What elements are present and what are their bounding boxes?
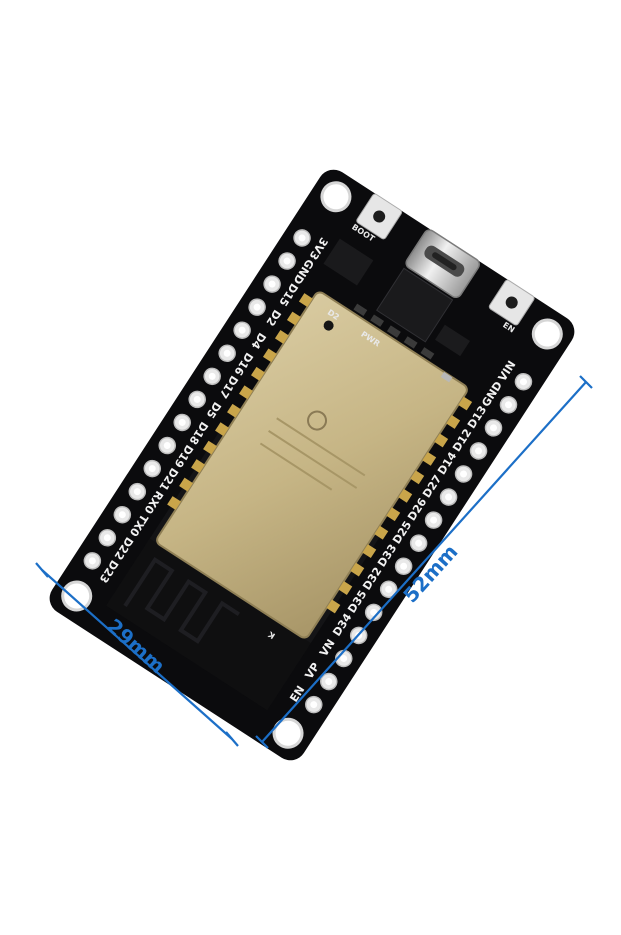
esp32-board: 3V3GNDD15D2D4D16D17D5D18D19D21RX0TX0D22D… — [49, 169, 575, 761]
right-pad-hole-d26 — [430, 516, 438, 524]
left-pad-hole-d2 — [253, 303, 261, 311]
diode — [435, 324, 470, 357]
led-power — [440, 371, 453, 383]
left-pad-hole-d18 — [178, 418, 186, 426]
right-pad-hole-d32 — [385, 585, 393, 593]
left-pad-hole-d15 — [268, 280, 276, 288]
right-pad-hole-d12 — [475, 447, 483, 455]
left-header-pads — [83, 229, 311, 570]
module-castellated-pad — [203, 440, 217, 455]
width-dimension — [35, 562, 239, 747]
module-castellated-pad — [215, 422, 229, 437]
left-pad-hole-rx0 — [133, 488, 141, 496]
module-castellated-pad — [298, 293, 313, 307]
left-pad-hole-d19 — [163, 442, 171, 450]
module-castellated-pad — [386, 507, 401, 522]
module-castellated-pad — [262, 348, 277, 363]
left-pad-hole-d17 — [208, 372, 216, 380]
right-pad-hole-d35 — [370, 608, 378, 616]
module-castellated-pad — [434, 433, 449, 448]
left-pad-hole-3v3 — [298, 234, 306, 242]
length-dimension — [255, 375, 593, 749]
module-castellated-pad — [227, 403, 241, 418]
right-pad-hole-en — [310, 701, 318, 709]
right-header-pads — [305, 372, 533, 714]
left-pad-hole-d22 — [103, 534, 111, 542]
right-pad-hole-d13 — [490, 424, 498, 432]
module-castellated-pad — [239, 385, 253, 400]
mounting-holes — [61, 181, 563, 749]
voltage-regulator — [323, 238, 374, 286]
left-pad-hole-d21 — [148, 465, 156, 473]
module-edge-pads — [167, 293, 473, 614]
right-pad-hole-d14 — [460, 470, 468, 478]
left-pad-hole-d5 — [193, 395, 201, 403]
smd-1 — [353, 303, 368, 316]
espressif-logo — [307, 410, 328, 431]
usb-serial-chip — [376, 267, 454, 343]
usb-c-connector — [405, 229, 480, 299]
esp32-module: K — [106, 291, 473, 711]
module-castellated-pad — [286, 311, 301, 326]
module-castellated-pad — [458, 396, 473, 411]
left-pad-hole-tx0 — [118, 511, 126, 519]
left-pad-hole-d16 — [223, 349, 231, 357]
right-pad-hole-d33 — [400, 562, 408, 570]
module-castellated-pad — [374, 525, 389, 540]
right-pad-hole-gnd — [504, 401, 512, 409]
right-pad-hole-vp — [325, 678, 333, 686]
module-castellated-pad — [398, 488, 413, 503]
module-castellated-pad — [326, 599, 341, 614]
smd-2 — [370, 314, 385, 327]
smd-4 — [403, 336, 418, 349]
left-pad-hole-gnd — [283, 257, 291, 265]
module-castellated-pad — [179, 477, 193, 492]
right-pad-hole-vin — [519, 378, 527, 386]
module-castellated-pad — [251, 366, 265, 381]
module-castellated-pad — [422, 451, 437, 466]
module-castellated-pad — [338, 581, 353, 595]
module-castellated-pad — [350, 562, 365, 577]
module-castellated-pad — [410, 470, 425, 485]
module-castellated-pad — [167, 496, 181, 510]
right-pad-hole-d27 — [445, 493, 453, 501]
module-castellated-pad — [274, 330, 289, 344]
smd-3 — [386, 325, 401, 338]
smd-5 — [420, 347, 435, 360]
module-castellated-pad — [446, 415, 461, 429]
right-pad-hole-vn — [340, 654, 348, 662]
left-pad-hole-d4 — [238, 326, 246, 334]
en-button[interactable]: EN — [483, 279, 536, 335]
components-area — [323, 238, 470, 383]
module-castellated-pad — [362, 544, 377, 559]
left-pad-hole-d23 — [88, 557, 96, 565]
module-castellated-pad — [191, 459, 205, 474]
right-pad-hole-d25 — [415, 539, 423, 547]
antenna-mark: K — [266, 629, 277, 640]
